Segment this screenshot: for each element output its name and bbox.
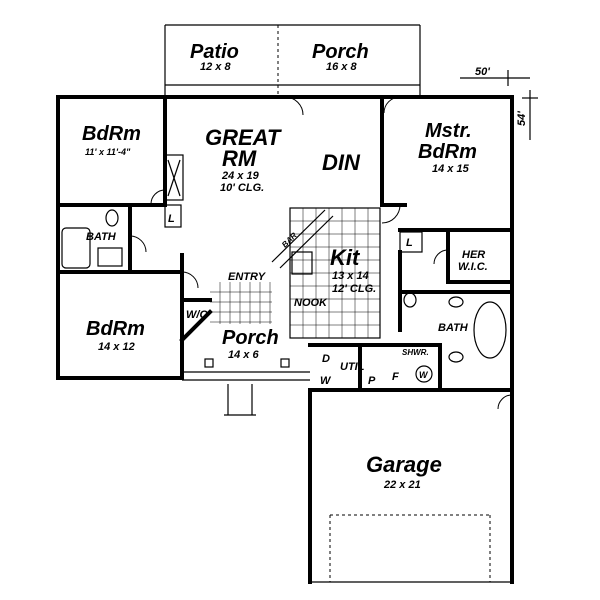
overall-depth-dim: 54' [516, 111, 528, 126]
bedroom-nw-label: BdRm [82, 123, 141, 145]
garage-label: Garage [366, 452, 442, 477]
rear-porch-size: 16 x 8 [326, 61, 357, 73]
front-porch-label: Porch [222, 327, 279, 349]
linen-w-label: L [168, 213, 175, 225]
great-room-label-1: GREAT [205, 125, 282, 150]
dining-label: DIN [322, 150, 361, 175]
master-sink-icon [448, 351, 464, 363]
great-room-ceiling: 10' CLG. [220, 182, 264, 194]
utility-label: UTIL [340, 361, 365, 373]
washer-label: W [320, 375, 332, 387]
porch-post-icon [204, 358, 214, 368]
master-sink-icon [448, 296, 464, 308]
kitchen-label: Kit [330, 245, 361, 270]
master-toilet-icon [403, 292, 417, 308]
master-label-1: Mstr. [425, 120, 472, 142]
interior-walls [56, 95, 514, 392]
master-bath-label: BATH [438, 322, 469, 334]
door-swings [129, 96, 513, 410]
garage-size: 22 x 21 [383, 479, 421, 491]
bedroom-sw-label: BdRm [86, 318, 145, 340]
great-room-label-2: RM [222, 146, 257, 171]
pantry-label: P [368, 375, 376, 387]
kitchen-size: 13 x 14 [332, 270, 369, 282]
overall-width-dim: 50' [475, 66, 490, 78]
master-label-2: BdRm [418, 141, 477, 163]
linen-e-label: L [406, 237, 413, 249]
water-heater-label: W [419, 370, 429, 380]
rear-patio-porch-outline [164, 24, 421, 97]
rear-porch-label: Porch [312, 41, 369, 63]
front-porch-size: 14 x 6 [228, 349, 259, 361]
fixtures [61, 154, 507, 416]
dryer-label: D [322, 353, 330, 365]
master-size: 14 x 15 [432, 163, 470, 175]
porch-post-icon [280, 358, 290, 368]
exterior-walls [56, 95, 514, 584]
kitchen-ceiling: 12' CLG. [332, 283, 376, 295]
entry-label: ENTRY [228, 271, 267, 283]
patio-label: Patio [190, 41, 239, 63]
fireplace-icon [164, 154, 184, 201]
her-wic-label-1: HER [462, 249, 485, 261]
patio-size: 12 x 8 [200, 61, 231, 73]
great-room-size: 24 x 19 [221, 170, 260, 182]
nook-label: NOOK [294, 297, 328, 309]
her-wic-label-2: W.I.C. [458, 261, 488, 273]
kitchen-sink-icon [291, 251, 313, 275]
dimension-marks [460, 70, 538, 140]
bathtub-icon [61, 227, 91, 269]
entry-tile-grid [210, 282, 272, 324]
toilet-icon [105, 209, 119, 227]
sink-icon [97, 247, 123, 267]
master-tub-icon [473, 301, 507, 359]
kitchen-tile-grid [290, 208, 380, 338]
bath-w-label: BATH [86, 231, 117, 243]
bedroom-nw-size: 11' x 11'-4" [85, 147, 131, 157]
room-labels: Patio 12 x 8 Porch 16 x 8 50' 54' BdRm 1… [82, 41, 528, 491]
water-heater-icon [415, 365, 433, 383]
wic-label: W/C [186, 309, 208, 321]
furnace-label: F [392, 371, 399, 383]
bedroom-sw-size: 14 x 12 [98, 341, 135, 353]
shower-label: SHWR. [402, 348, 429, 357]
